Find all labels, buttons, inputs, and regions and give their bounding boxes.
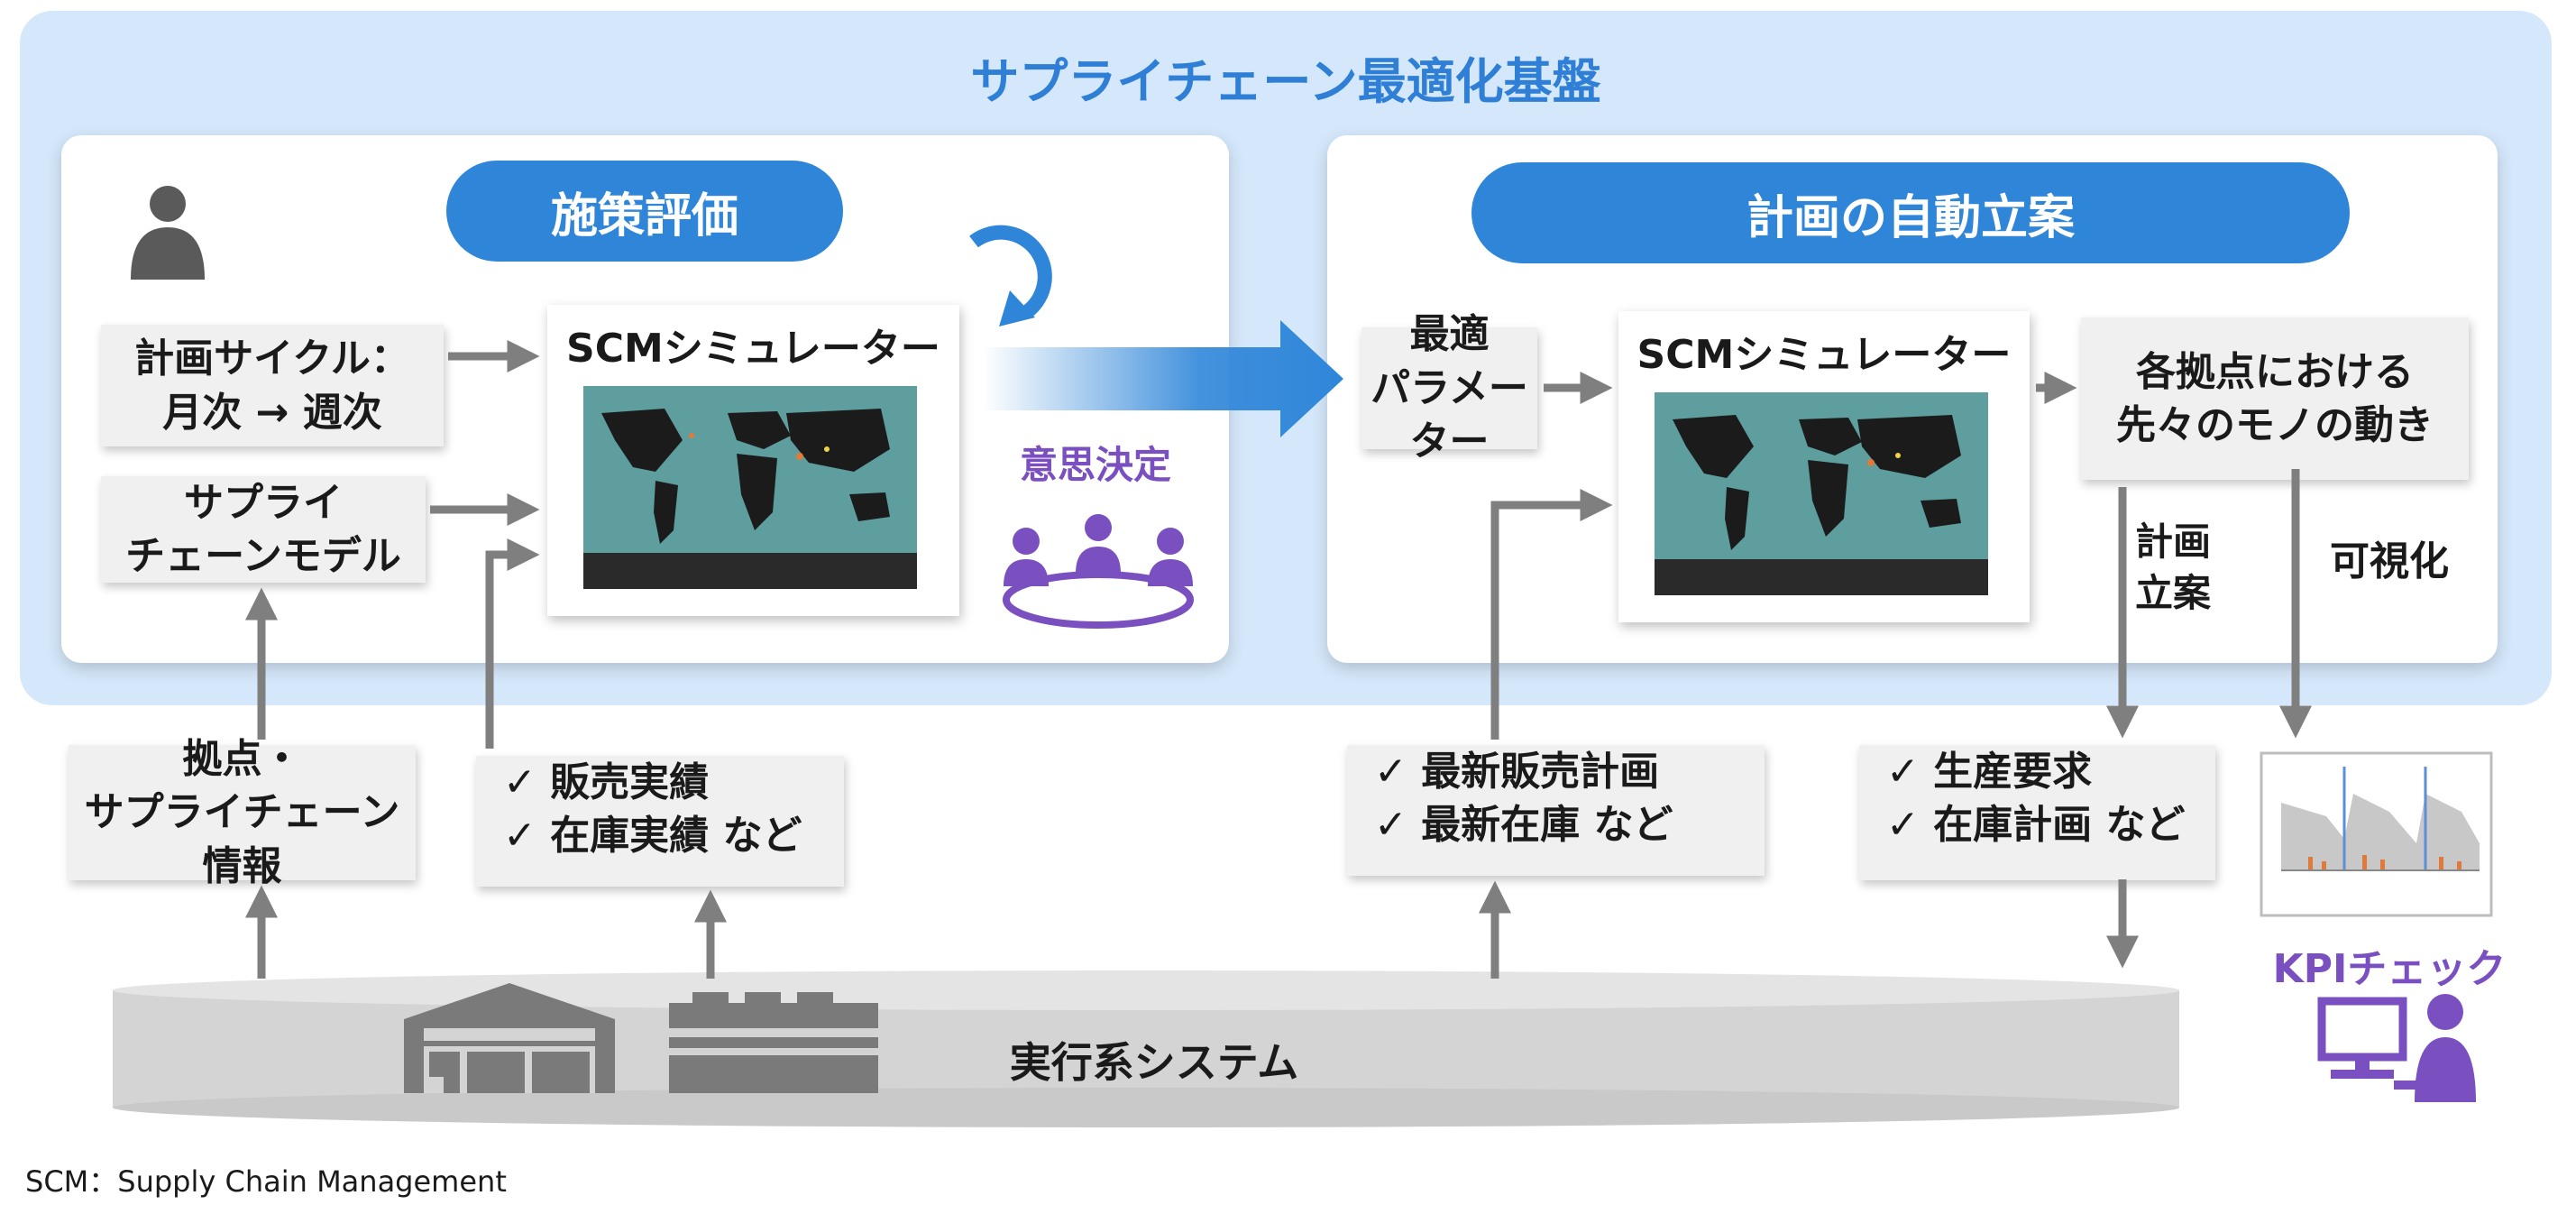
- movement-line1: 各拠点における: [2136, 348, 2414, 395]
- factory-icon: [669, 992, 878, 1093]
- scm-simulator-left: SCMシミュレーター: [547, 305, 959, 616]
- plan-cycle-line1: 計画サイクル：: [134, 336, 410, 382]
- world-map-screen: [583, 386, 917, 589]
- scm-simulator-right: SCMシミュレーター: [1618, 311, 2030, 622]
- movement-line2: 先々のモノの動き: [2116, 402, 2434, 448]
- plan-line2: 立案: [2134, 571, 2211, 615]
- execution-system-label: 実行系システム: [1009, 1038, 1299, 1087]
- actuals-line2: ✓ 在庫実績 など: [503, 813, 802, 860]
- site-info-doc: 拠点・ サプライチェーン情報: [69, 736, 416, 889]
- flow-arrows: [245, 340, 2312, 979]
- simulator-title: SCMシミュレーター: [1636, 332, 2012, 378]
- auto-planning-pill: 計画の自動立案: [1471, 162, 2350, 263]
- param-line2: パラメーター: [1371, 364, 1528, 465]
- transfer-arrow: [983, 320, 1343, 437]
- visualization-label: 可視化: [2330, 538, 2449, 584]
- model-line1: サプライ: [184, 479, 343, 526]
- planning-label: 計画 立案: [2119, 514, 2227, 622]
- person-icon: [131, 186, 205, 280]
- decision-making-label: 意思決定: [1019, 442, 1171, 487]
- site-info-line1: 拠点・: [182, 735, 302, 782]
- world-map-screen: [1655, 392, 1988, 595]
- model-line2: チェーンモデル: [125, 533, 401, 579]
- simulator-title: SCMシミュレーター: [566, 326, 940, 372]
- param-line1: 最適: [1409, 311, 1490, 358]
- request-line2: ✓ 在庫計画 など: [1886, 802, 2186, 849]
- latest-plan-doc: ✓ 最新販売計画 ✓ 最新在庫 など: [1347, 745, 1765, 876]
- meeting-icon: [1003, 514, 1194, 629]
- production-request-doc: ✓ 生産要求 ✓ 在庫計画 など: [1859, 745, 2215, 880]
- refresh-cycle-icon: [969, 225, 1052, 326]
- latest-line1: ✓ 最新販売計画: [1374, 749, 1660, 795]
- goods-movement-doc: 各拠点における 先々のモノの動き: [2081, 317, 2469, 480]
- optimal-parameter-doc: 最適 パラメーター: [1361, 311, 1537, 464]
- platform-title: サプライチェーン最適化基盤: [970, 52, 1601, 110]
- warehouse-icon: [404, 983, 615, 1093]
- plan-cycle-line2: 月次 → 週次: [162, 389, 382, 436]
- kpi-check-label: KPIチェック: [2272, 946, 2507, 992]
- execution-system-cylinder: [113, 970, 2179, 1127]
- site-info-line2: サプライチェーン情報: [84, 789, 400, 889]
- actuals-line1: ✓ 販売実績: [503, 759, 710, 805]
- kpi-chart-icon: [2260, 751, 2493, 917]
- policy-evaluation-pill: 施策評価: [446, 161, 843, 262]
- plan-line1: 計画: [2134, 520, 2211, 565]
- sales-inventory-actuals-doc: ✓ 販売実績 ✓ 在庫実績 など: [476, 756, 844, 887]
- footnote: SCM：Supply Chain Management: [25, 1164, 507, 1199]
- supply-chain-model-doc: サプライ チェーンモデル: [101, 476, 426, 583]
- plan-cycle-doc: 計画サイクル： 月次 → 週次: [101, 325, 444, 446]
- latest-line2: ✓ 最新在庫 など: [1374, 802, 1673, 849]
- operator-pc-icon: [2317, 994, 2476, 1102]
- request-line1: ✓ 生産要求: [1886, 749, 2093, 795]
